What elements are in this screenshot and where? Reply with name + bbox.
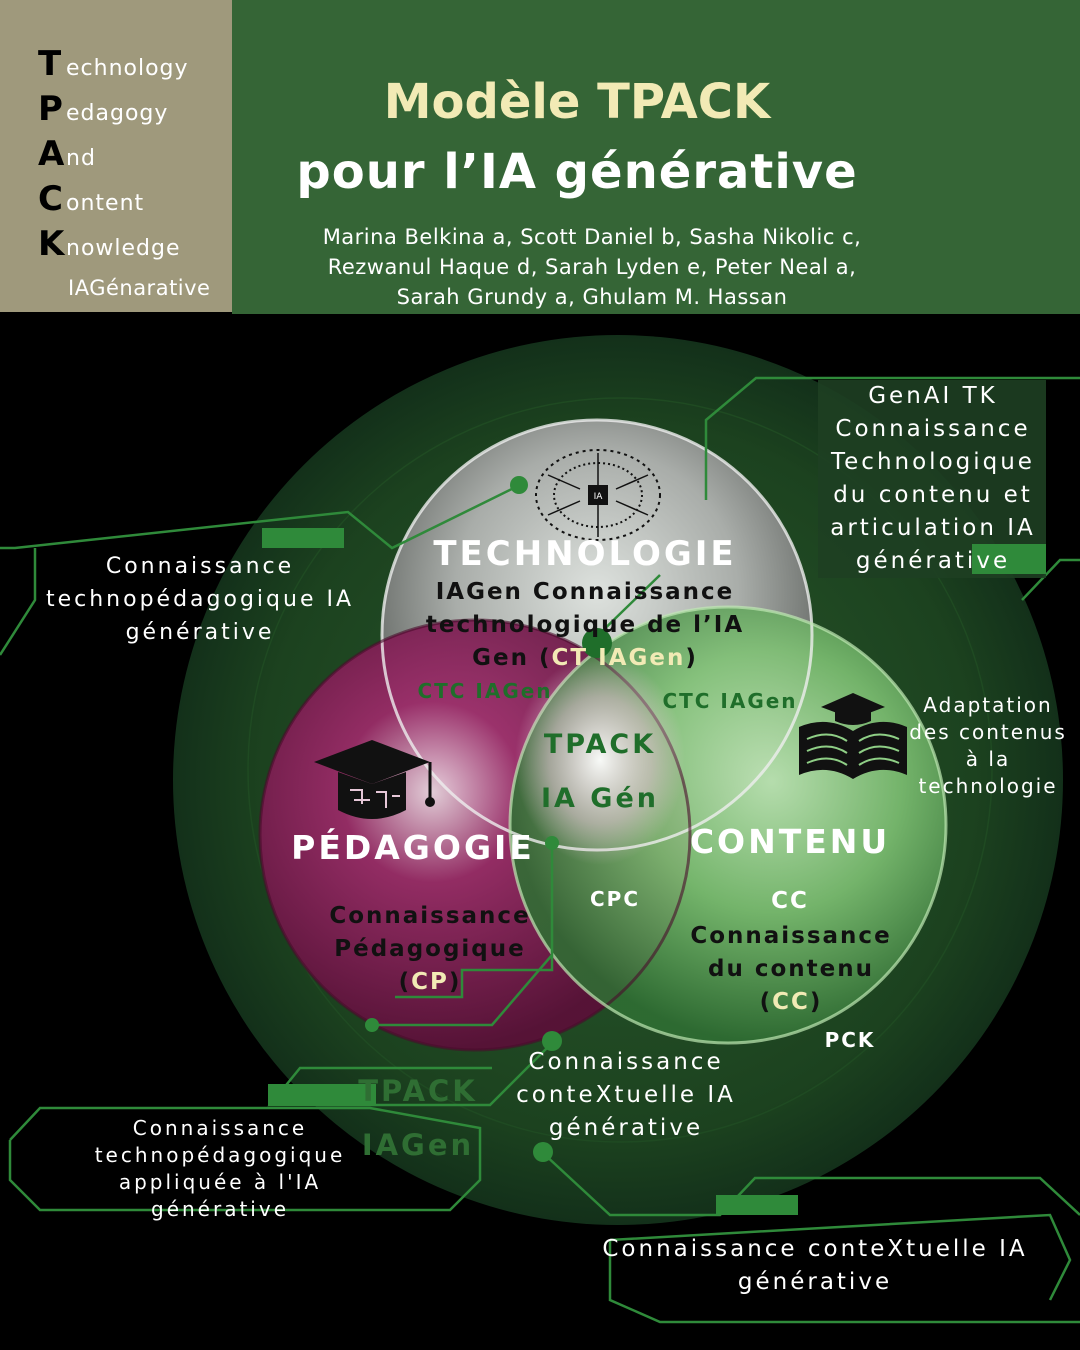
page-subtitle: pour l’IA générative bbox=[296, 144, 858, 200]
pedagogie-desc-text: Connaissance Pédagogique ( bbox=[329, 903, 531, 995]
authors: Marina Belkina a, Scott Daniel b, Sasha … bbox=[322, 225, 862, 309]
contextuelle-bottom-callout: Connaissance conteXtuelle IA générative bbox=[602, 1236, 1028, 1295]
pedagogie-desc-close: ) bbox=[448, 969, 462, 995]
acronym-panel bbox=[0, 0, 232, 312]
ctc-right-label: CTC IAGen bbox=[662, 689, 798, 713]
acronym-word: echnology bbox=[66, 56, 189, 81]
acronym-word: nd bbox=[66, 146, 96, 171]
acronym-letter: T bbox=[38, 44, 62, 84]
acronym-word: nowledge bbox=[66, 236, 181, 261]
open-book-cap-icon bbox=[799, 693, 907, 779]
acronym-row-content: C ontent bbox=[38, 179, 144, 223]
contenu-description: Connaissance du contenu (CC) bbox=[680, 920, 902, 1019]
tpack-center-line1: TPACK bbox=[543, 729, 657, 760]
connector-dot bbox=[510, 476, 528, 494]
contenu-circle-outline bbox=[508, 605, 948, 1045]
connector-dot bbox=[545, 836, 559, 850]
technologie-title: TECHNOLOGIE bbox=[433, 534, 737, 574]
ctc-left-label: CTC IAGen bbox=[417, 679, 553, 703]
adaptation-callout: Adaptation des contenus à la technologie bbox=[909, 693, 1067, 798]
technologie-desc-text: IAGen Connaissance technologique de l’IA… bbox=[425, 579, 745, 671]
technologie-abbr: CT IAGen bbox=[551, 645, 686, 671]
center-glow bbox=[515, 655, 685, 865]
pck-label: PCK bbox=[824, 1028, 876, 1052]
contenu-desc-text: Connaissance du contenu ( bbox=[690, 923, 892, 1015]
connector-dot bbox=[582, 628, 612, 658]
header-panel bbox=[232, 0, 1080, 314]
connector-tab bbox=[716, 1195, 798, 1215]
contenu-abbr: CC bbox=[772, 989, 810, 1015]
technologie-description: IAGen Connaissance technologique de l’IA… bbox=[400, 576, 770, 675]
connector-tab bbox=[268, 1084, 376, 1106]
pedagogie-title: PÉDAGOGIE bbox=[291, 828, 535, 867]
acronym-word: ontent bbox=[66, 191, 145, 216]
contenu-cc-label: CC bbox=[771, 888, 809, 914]
genai-tk-callout: GenAI TK Connaissance Technologique du c… bbox=[830, 383, 1036, 574]
outer-context-ring bbox=[247, 397, 993, 1143]
connector-dot bbox=[542, 1031, 562, 1051]
acronym-row-and: A nd bbox=[38, 134, 96, 178]
technopedagogique-appliquee-callout: Connaissance technopédagogique appliquée… bbox=[94, 1116, 346, 1221]
acronym-word: edagogy bbox=[66, 101, 169, 126]
pedagogie-abbr: CP bbox=[411, 969, 449, 995]
contextuelle-center-callout: Connaissance conteXtuelle IA générative bbox=[516, 1049, 736, 1141]
acronym-row-technology: T echnology bbox=[38, 44, 189, 88]
acronym-letter: K bbox=[38, 224, 65, 264]
acronym-letter: P bbox=[38, 89, 63, 129]
acronym-footer: IAGénarative bbox=[68, 276, 211, 300]
brain-chip-icon: IA bbox=[535, 449, 661, 541]
page-title: Modèle TPACK bbox=[383, 74, 771, 130]
acronym-row-pedagogy: P edagogy bbox=[38, 89, 168, 133]
pedagogie-circle-outline bbox=[258, 618, 692, 1052]
connector-dot bbox=[533, 1142, 553, 1162]
tpack-outer-line1: TPACK bbox=[358, 1074, 478, 1108]
brain-chip-label: IA bbox=[594, 492, 604, 502]
cpc-label: CPC bbox=[589, 887, 640, 911]
technopedagogique-callout: Connaissance technopédagogique IA généra… bbox=[45, 554, 355, 645]
connector-dot bbox=[365, 1018, 379, 1032]
tpack-center-line2: IA Gén bbox=[540, 783, 660, 814]
contenu-title: CONTENU bbox=[689, 822, 891, 861]
connector-tab bbox=[262, 528, 344, 548]
graduation-cap-circuit-icon bbox=[314, 740, 435, 819]
acronym-letter: C bbox=[38, 179, 63, 219]
genai-tk-tab bbox=[972, 544, 1046, 574]
pedagogie-description: Connaissance Pédagogique (CP) bbox=[310, 900, 550, 999]
acronym-row-knowledge: K nowledge bbox=[38, 224, 181, 268]
tpack-outer-line2: IAGen bbox=[361, 1128, 475, 1162]
contenu-desc-close: ) bbox=[809, 989, 823, 1015]
acronym-letter: A bbox=[38, 134, 65, 174]
technologie-desc-close: ) bbox=[685, 645, 698, 671]
